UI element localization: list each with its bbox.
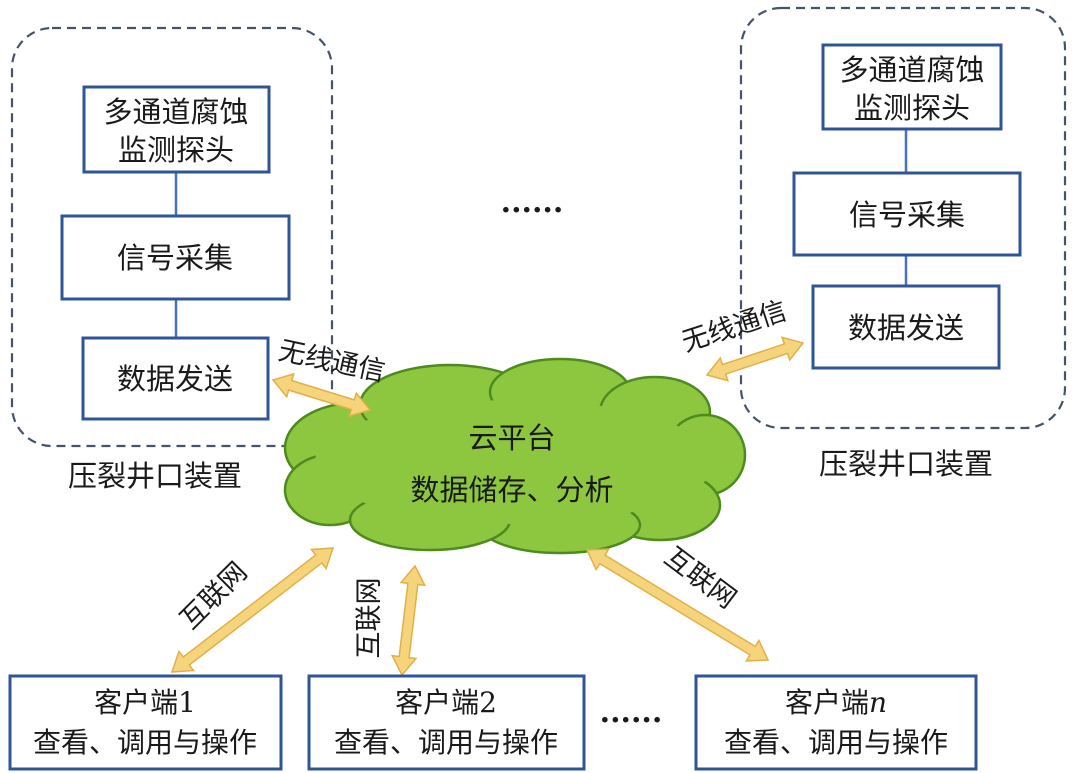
wireless-arrow-left (271, 372, 372, 418)
client-box-n: 客户端n 查看、调用与操作 (694, 674, 978, 771)
ellipsis-bottom: ...... (600, 695, 663, 730)
client-name: 客户端1 (94, 686, 196, 719)
client-box-2: 客户端2 查看、调用与操作 (307, 674, 586, 771)
client-box-1: 客户端1 查看、调用与操作 (8, 674, 283, 771)
probe-box-left: 多通道腐蚀 监测探头 (82, 85, 271, 174)
client-desc: 查看、调用与操作 (334, 726, 558, 759)
probe-label-line2: 监测探头 (854, 91, 970, 125)
send-box-left: 数据发送 (81, 336, 270, 421)
client-name: 客户端n (785, 686, 887, 719)
internet-label-2: 互联网 (354, 578, 385, 659)
signal-box-left: 信号采集 (60, 214, 291, 301)
probe-label-line2: 监测探头 (118, 133, 234, 167)
send-label: 数据发送 (117, 362, 233, 396)
signal-box-right: 信号采集 (792, 171, 1022, 257)
cloud-platform: 云平台 数据储存、分析 (283, 357, 747, 555)
client-name-prefix: 客户端 (785, 686, 869, 719)
probe-label-line1: 多通道腐蚀 (103, 95, 248, 129)
client-desc: 查看、调用与操作 (33, 726, 257, 759)
arrow-layer (170, 336, 805, 677)
internet-arrow-client-1 (170, 547, 335, 673)
client-desc: 查看、调用与操作 (724, 726, 948, 759)
probe-label-line1: 多通道腐蚀 (839, 53, 984, 87)
client-name-var: n (869, 686, 887, 719)
client-name: 客户端2 (395, 686, 497, 719)
signal-label: 信号采集 (849, 198, 965, 232)
device-caption-right: 压裂井口装置 (819, 447, 993, 481)
internet-arrow-client-2 (390, 564, 427, 677)
probe-box-right: 多通道腐蚀 监测探头 (821, 43, 1003, 131)
cloud-subtitle: 数据储存、分析 (410, 473, 613, 507)
signal-label: 信号采集 (117, 241, 233, 275)
device-caption-left: 压裂井口装置 (68, 459, 242, 493)
send-label: 数据发送 (848, 311, 964, 345)
device-container-left (10, 26, 334, 448)
send-box-right: 数据发送 (811, 284, 1001, 370)
wireless-arrow-right (705, 336, 805, 382)
ellipsis-top: ...... (501, 185, 564, 220)
cloud-title: 云平台 (468, 421, 555, 455)
device-container-right (739, 6, 1067, 430)
internet-arrow-client-n (585, 548, 770, 662)
